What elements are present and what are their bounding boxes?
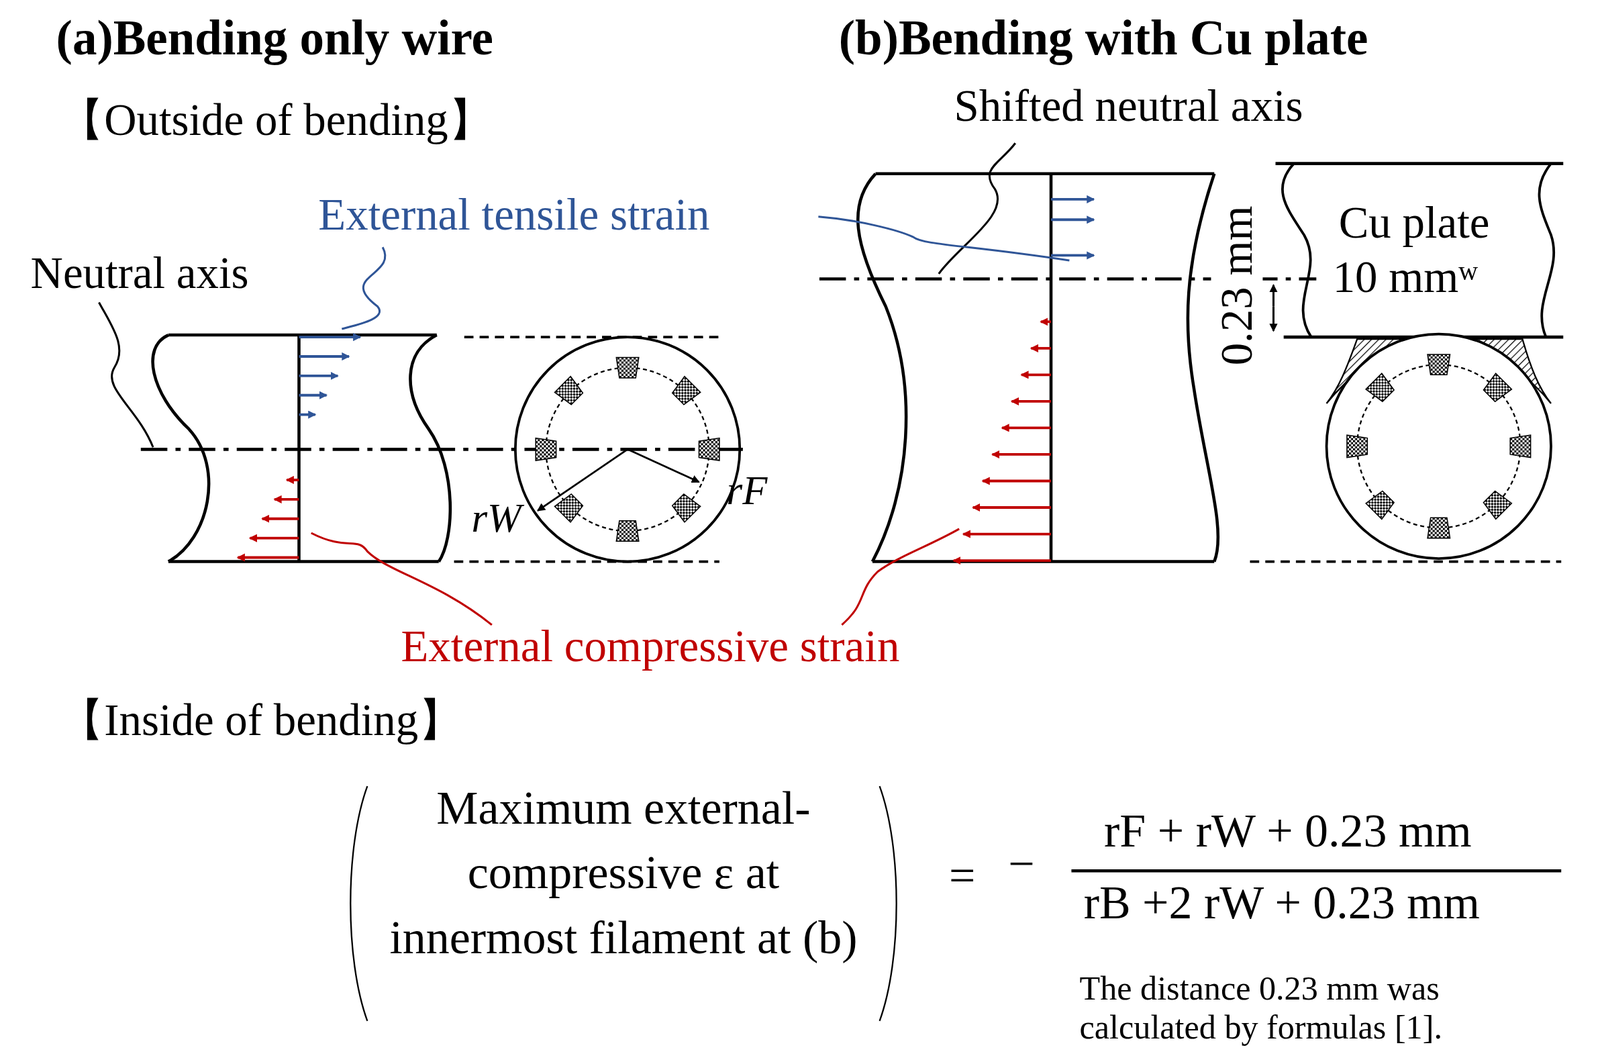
strain-arrow [1051, 254, 1094, 258]
filament [1346, 434, 1368, 458]
formula-sign: − [1008, 836, 1035, 891]
strain-arrow [250, 536, 300, 540]
node-text: Cu plate [1316, 195, 1531, 249]
radius-label: rF [726, 467, 768, 515]
strain-arrow [973, 506, 1052, 509]
filament [669, 376, 700, 407]
strain-arrow [992, 453, 1052, 456]
strain-arrow [1002, 426, 1052, 430]
strain-arrow [298, 413, 315, 417]
strain-arrow [1051, 197, 1094, 201]
panel-title: (b)Bending with Cu plate [838, 10, 1369, 67]
strain-arrow [982, 479, 1052, 483]
strain-arrow [953, 559, 1052, 562]
filament [616, 520, 639, 541]
strain-label: External compressive strain [401, 620, 900, 672]
filament [1427, 354, 1450, 375]
dimension: 0.23 mm [1210, 206, 1263, 366]
strain-arrow [298, 355, 349, 358]
strain-arrow [298, 335, 360, 339]
filament [616, 357, 639, 378]
strain-arrow [274, 497, 299, 501]
filament [1510, 434, 1531, 458]
panel-title: (a)Bending only wire [56, 10, 494, 67]
node-text: 10 mmʷ [1316, 249, 1531, 304]
section-heading: 【Outside of bending】 [59, 93, 494, 146]
strain-arrow [963, 532, 1052, 536]
filament [1481, 373, 1512, 404]
formula-sign: = [948, 848, 976, 903]
strain-arrow [298, 374, 338, 378]
radius-label: rW [471, 494, 521, 542]
strain-arrow [1030, 346, 1052, 350]
strain-arrow [1021, 373, 1052, 376]
note: The distance 0.23 mm was calculated by f… [1079, 969, 1560, 1047]
strain-label: External tensile strain [318, 188, 710, 241]
filament [535, 438, 556, 461]
filament [1481, 488, 1512, 519]
strain-arrow [262, 517, 300, 521]
strain-arrow [298, 393, 327, 397]
filament [1365, 373, 1396, 404]
formula-term: Maximum external-compressive ε at innerm… [379, 775, 868, 971]
strain-arrow [1051, 218, 1094, 221]
filament [669, 491, 700, 523]
strain-arrow [237, 556, 299, 560]
formula-numerator: rF + rW + 0.23 mm [1104, 804, 1472, 858]
strain-arrow [1040, 320, 1052, 323]
filament [554, 376, 585, 407]
axis-label: Neutral axis [30, 246, 249, 299]
section-heading: 【Inside of bending】 [59, 693, 464, 746]
strain-arrow [286, 478, 299, 482]
filament [1427, 517, 1450, 538]
filament [698, 438, 719, 461]
axis-label: Shifted neutral axis [954, 79, 1304, 132]
filament [1365, 488, 1396, 519]
strain-arrow [1011, 400, 1052, 403]
cu-plate: Cu plate10 mmʷ [1316, 175, 1531, 304]
formula-denominator: rB +2 rW + 0.23 mm [1083, 875, 1480, 930]
